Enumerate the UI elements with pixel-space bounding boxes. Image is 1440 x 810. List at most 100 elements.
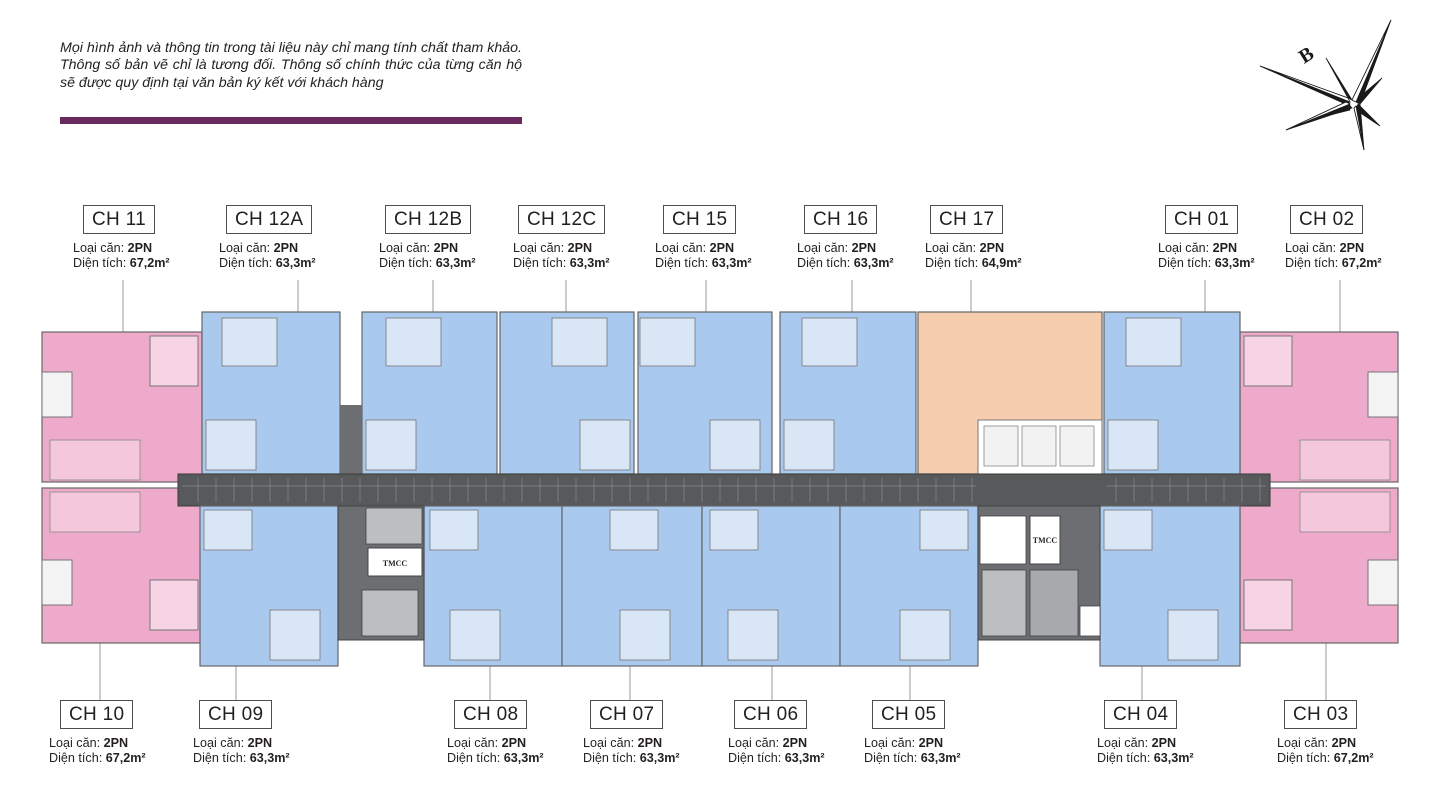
unit-area: 63,3m² (275, 255, 316, 270)
unit-type: 2PN (273, 241, 299, 255)
unit-code: CH 09 (199, 700, 273, 729)
core-bottom-right (977, 505, 1101, 641)
unit-area: 64,9m² (981, 255, 1022, 270)
unit-area: 67,2m² (1333, 750, 1374, 765)
unit-code: CH 06 (734, 700, 808, 729)
unit-area: 63,3m² (435, 255, 476, 270)
type-label: Loại căn: (797, 241, 852, 255)
unit-code: CH 11 (83, 205, 155, 234)
unit-code: CH 12C (518, 205, 606, 234)
type-label: Loại căn: (193, 736, 248, 750)
unit-type: 2PN (127, 241, 153, 255)
core-top-left (340, 405, 362, 475)
area-label: Diện tích: (49, 750, 106, 765)
area-label: Diện tích: (583, 750, 640, 765)
area-label: Diện tích: (1277, 750, 1334, 765)
area-label: Diện tích: (73, 255, 130, 270)
area-label: Diện tích: (864, 750, 921, 765)
unit-area: 63,3m² (920, 750, 961, 765)
type-label: Loại căn: (864, 736, 919, 750)
unit-type: 2PN (103, 736, 129, 750)
unit-code: CH 17 (930, 205, 1004, 234)
type-label: Loại căn: (1285, 241, 1340, 255)
type-label: Loại căn: (655, 241, 710, 255)
room-dividers-top (205, 317, 1182, 471)
unit-type: 2PN (709, 241, 735, 255)
type-label: Loại căn: (379, 241, 434, 255)
unit-type: 2PN (851, 241, 877, 255)
unit-area: 63,3m² (249, 750, 290, 765)
unit-code: CH 08 (454, 700, 528, 729)
unit-area: 63,3m² (1153, 750, 1194, 765)
unit-area: 63,3m² (853, 255, 894, 270)
orange-unit (917, 311, 1103, 475)
core-bottom-left (337, 505, 425, 641)
unit-area: 63,3m² (569, 255, 610, 270)
unit-type: 2PN (1339, 241, 1365, 255)
type-label: Loại căn: (73, 241, 128, 255)
type-label: Loại căn: (925, 241, 980, 255)
unit-type: 2PN (637, 736, 663, 750)
unit-code: CH 07 (590, 700, 664, 729)
unit-area: 67,2m² (129, 255, 170, 270)
unit-area: 63,3m² (503, 750, 544, 765)
area-label: Diện tích: (728, 750, 785, 765)
unit-area: 63,3m² (1214, 255, 1255, 270)
type-label: Loại căn: (1097, 736, 1152, 750)
unit-code: CH 10 (60, 700, 134, 729)
unit-type: 2PN (433, 241, 459, 255)
unit-type: 2PN (567, 241, 593, 255)
accent-bar (60, 117, 522, 124)
area-label: Diện tích: (379, 255, 436, 270)
unit-type: 2PN (1331, 736, 1357, 750)
unit-area: 63,3m² (711, 255, 752, 270)
type-label: Loại căn: (49, 736, 104, 750)
area-label: Diện tích: (1285, 255, 1342, 270)
compass-rose-icon: B (1259, 19, 1392, 151)
unit-type: 2PN (979, 241, 1005, 255)
area-label: Diện tích: (1097, 750, 1154, 765)
unit-type: 2PN (247, 736, 273, 750)
unit-area: 63,3m² (784, 750, 825, 765)
area-label: Diện tích: (513, 255, 570, 270)
type-label: Loại căn: (583, 736, 638, 750)
area-label: Diện tích: (447, 750, 504, 765)
unit-code: CH 15 (663, 205, 737, 234)
unit-area: 63,3m² (639, 750, 680, 765)
unit-code: CH 03 (1284, 700, 1358, 729)
area-label: Diện tích: (925, 255, 982, 270)
disclaimer-text: Mọi hình ảnh và thông tin trong tài liệu… (60, 40, 522, 91)
area-label: Diện tích: (655, 255, 712, 270)
unit-code: CH 16 (804, 205, 878, 234)
tmcc-label-right: TMCC (1033, 536, 1058, 545)
